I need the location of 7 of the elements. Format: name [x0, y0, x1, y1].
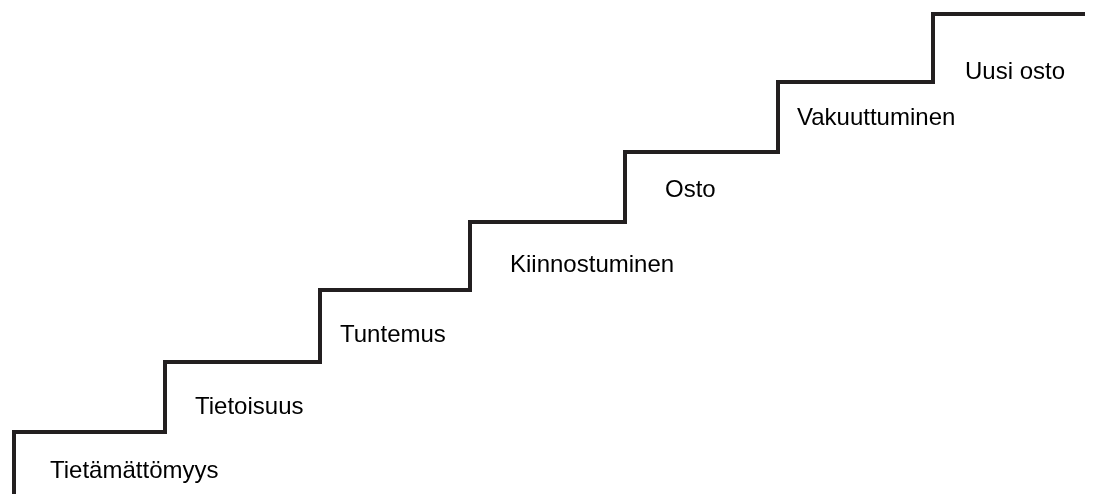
step-label: Osto — [665, 175, 716, 203]
step-label: Tietämättömyys — [50, 456, 219, 484]
step-label: Tuntemus — [340, 320, 446, 348]
step-label: Vakuuttuminen — [797, 103, 956, 131]
step-label: Tietoisuus — [195, 392, 304, 420]
step-label: Kiinnostuminen — [510, 250, 675, 278]
step-label: Uusi osto — [965, 57, 1066, 85]
